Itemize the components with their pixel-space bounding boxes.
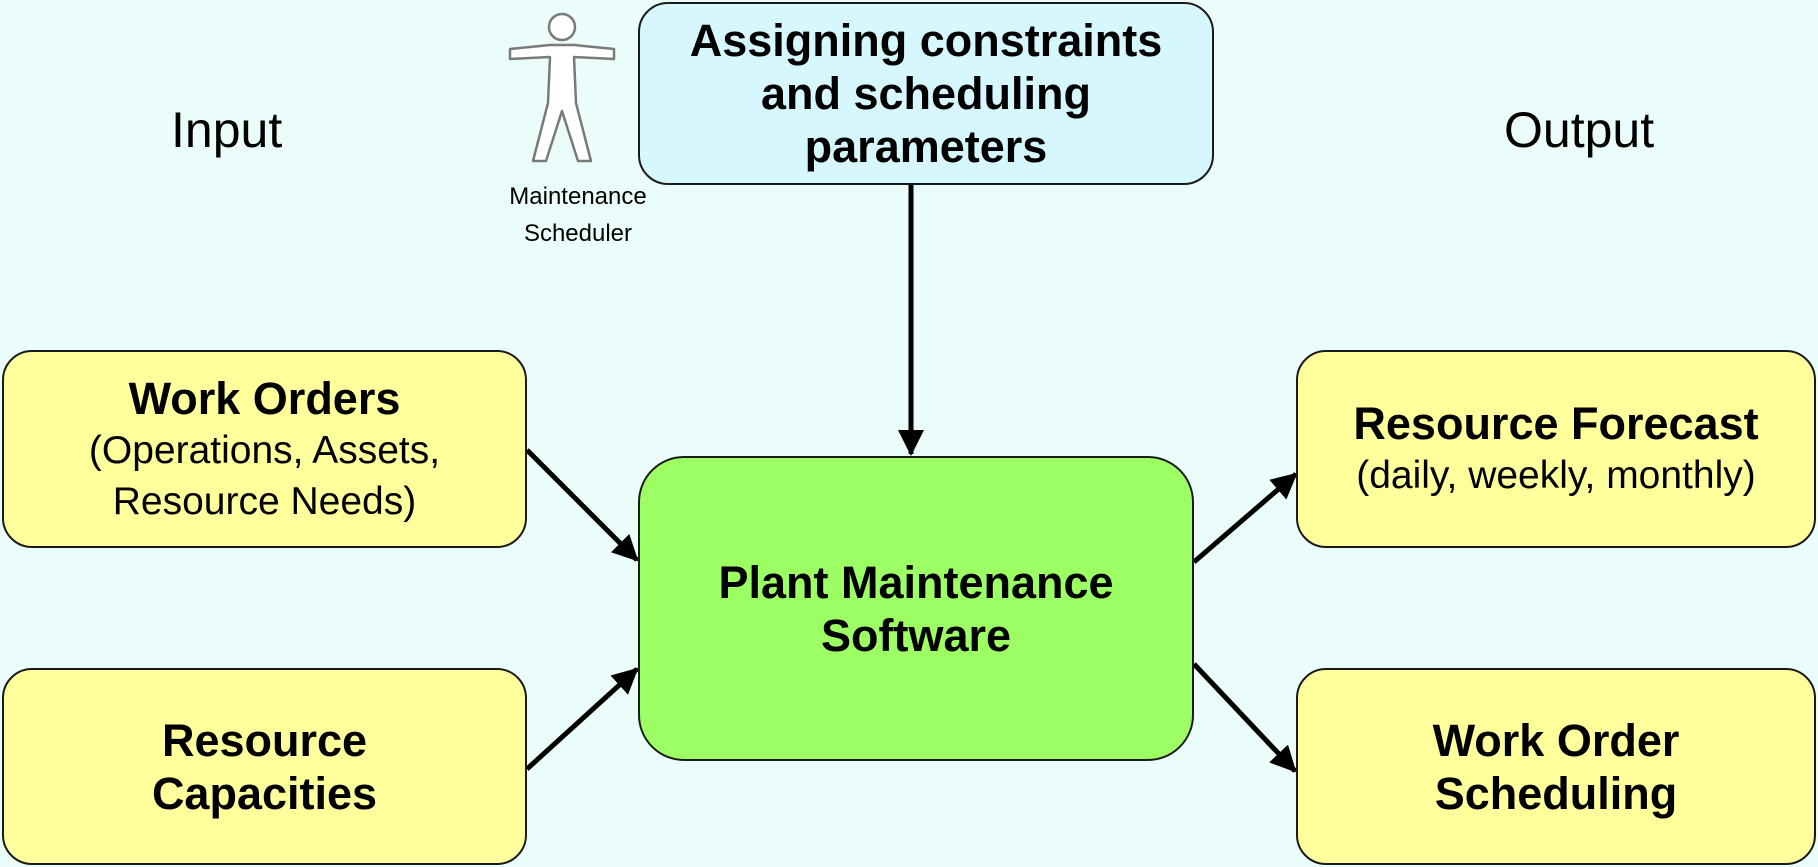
resource-forecast-title: Resource Forecast [1353, 398, 1759, 449]
actor-label-line1: Maintenance [509, 183, 647, 210]
output-heading: Output [1504, 102, 1655, 158]
parameters-line1: Assigning constraints [689, 15, 1163, 66]
parameters-box: Assigning constraints and scheduling par… [638, 2, 1214, 185]
actor-label-line2: Scheduler [523, 220, 633, 247]
plant-maintenance-software-box: Plant Maintenance Software [638, 456, 1194, 761]
resource-capacities-box: Resource Capacities [2, 668, 527, 865]
work-order-scheduling-line2: Scheduling [1434, 767, 1678, 819]
work-orders-title: Work Orders [128, 372, 401, 424]
resource-capacities-line2: Capacities [151, 767, 378, 819]
resource-forecast-detail: (daily, weekly, monthly) [1356, 454, 1756, 497]
resource-forecast-box: Resource Forecast (daily, weekly, monthl… [1296, 350, 1816, 548]
actor-label: Maintenance Scheduler [495, 178, 661, 252]
work-orders-detail-line2: Resource Needs) [112, 479, 417, 523]
software-line2: Software [820, 609, 1012, 661]
parameters-line2: and scheduling [760, 68, 1092, 119]
work-orders-box: Work Orders (Operations, Assets, Resourc… [2, 350, 527, 548]
input-heading: Input [171, 102, 283, 158]
parameters-line3: parameters [804, 121, 1048, 172]
work-orders-detail-line1: (Operations, Assets, [88, 428, 441, 472]
work-order-scheduling-line1: Work Order [1432, 714, 1680, 766]
software-line1: Plant Maintenance [718, 556, 1114, 608]
arrow-software-to-forecast [1192, 472, 1298, 564]
work-order-scheduling-box: Work Order Scheduling [1296, 668, 1816, 865]
resource-capacities-line1: Resource [161, 714, 368, 766]
person-icon [508, 12, 616, 163]
arrow-software-to-scheduling [1192, 662, 1297, 773]
arrow-work-orders-to-software [525, 448, 639, 562]
arrow-capacities-to-software [525, 667, 639, 771]
